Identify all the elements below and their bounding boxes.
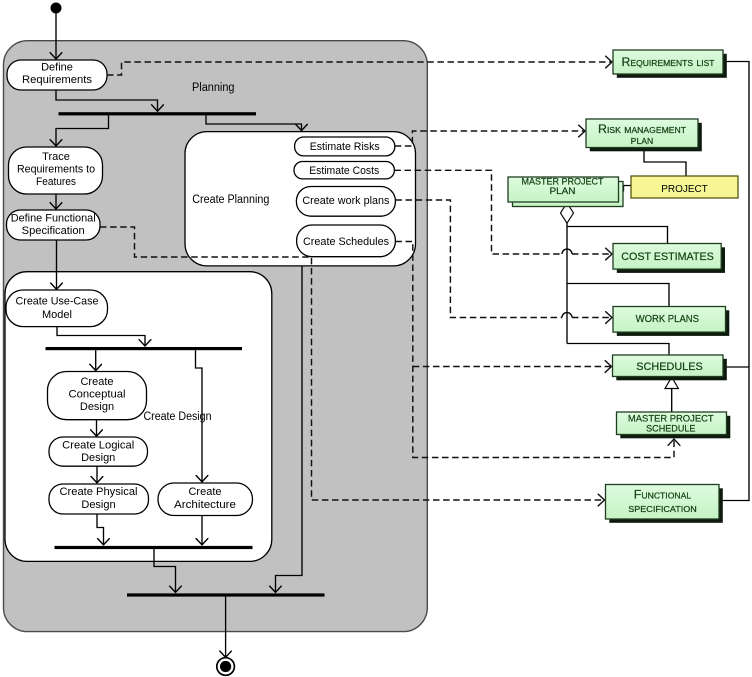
svg-text:Requirements list: Requirements list: [622, 57, 715, 69]
svg-text:Trace: Trace: [42, 151, 70, 163]
svg-text:Estimate Risks: Estimate Risks: [310, 141, 380, 153]
svg-text:Define Functional: Define Functional: [11, 212, 96, 224]
svg-text:MASTER PROJECT: MASTER PROJECT: [628, 413, 714, 423]
svg-text:Requirements to: Requirements to: [17, 164, 95, 176]
svg-text:Create: Create: [80, 376, 113, 388]
svg-text:PLAN: PLAN: [550, 186, 576, 196]
svg-text:SCHEDULE: SCHEDULE: [646, 423, 695, 433]
svg-text:Design: Design: [80, 401, 114, 413]
svg-text:Create: Create: [188, 486, 221, 498]
svg-text:plan: plan: [631, 135, 654, 147]
svg-text:Planning: Planning: [192, 82, 235, 94]
svg-text:Requirements: Requirements: [22, 74, 93, 86]
svg-text:Create Logical: Create Logical: [62, 439, 134, 451]
svg-text:PROJECT: PROJECT: [661, 184, 708, 195]
svg-text:Create Design: Create Design: [144, 411, 212, 423]
svg-text:specification: specification: [628, 503, 697, 515]
svg-text:Design: Design: [81, 499, 115, 511]
svg-text:COST ESTIMATES: COST ESTIMATES: [621, 251, 714, 263]
svg-text:Functional: Functional: [634, 490, 692, 502]
svg-text:Create Use-Case: Create Use-Case: [16, 295, 99, 307]
svg-text:SCHEDULES: SCHEDULES: [636, 361, 703, 373]
svg-text:Create Planning: Create Planning: [192, 194, 269, 206]
svg-text:Create Schedules: Create Schedules: [303, 236, 389, 248]
svg-text:Design: Design: [81, 452, 115, 464]
svg-text:Create work plans: Create work plans: [302, 195, 389, 207]
svg-text:Features: Features: [36, 176, 76, 188]
svg-text:Risk management: Risk management: [598, 124, 686, 136]
svg-text:Architecture: Architecture: [174, 499, 236, 511]
svg-text:Model: Model: [42, 309, 72, 321]
svg-text:Estimate Costs: Estimate Costs: [309, 165, 379, 177]
svg-text:Define: Define: [41, 62, 73, 74]
svg-text:WORK PLANS: WORK PLANS: [636, 314, 700, 325]
svg-text:Conceptual: Conceptual: [69, 389, 126, 401]
svg-text:Create Physical: Create Physical: [60, 486, 138, 498]
svg-text:MASTER PROJECT: MASTER PROJECT: [522, 176, 604, 186]
svg-text:Specification: Specification: [22, 225, 85, 237]
